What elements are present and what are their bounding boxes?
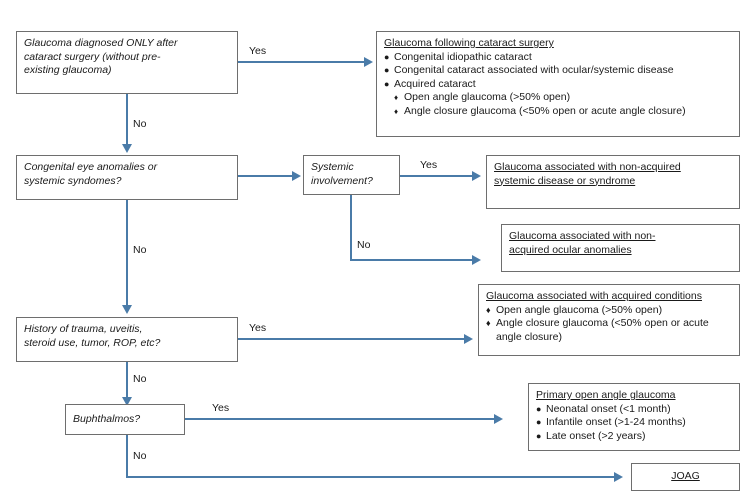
outcome-heading-line-2: acquired ocular anomalies bbox=[509, 243, 632, 256]
edge-q5-no-horizontal bbox=[126, 476, 616, 478]
arrowhead-q3-yes-icon bbox=[472, 171, 481, 181]
question-line-2: cataract surgery (without pre- bbox=[24, 50, 161, 63]
edge-q2-no bbox=[126, 200, 128, 307]
outcome-sub-bullet-list: ♦ Open angle glaucoma (>50% open) ♦ Angle … bbox=[384, 91, 732, 118]
edge-label-q5-no: No bbox=[133, 450, 147, 462]
list-item: ♦ Open angle glaucoma (>50% open) bbox=[486, 304, 732, 318]
outcome-bullet-list: ● Congenital idiopathic cataract ● Congeni… bbox=[384, 51, 732, 92]
arrowhead-q2-yes-icon bbox=[292, 171, 301, 181]
outcome-node-glaucoma-following-cataract-surgery[interactable]: Glaucoma following cataract surgery ● Con… bbox=[376, 31, 740, 137]
list-item: ♦ Angle closure glaucoma (<50% open or ac… bbox=[486, 317, 732, 344]
edge-label-q1-no: No bbox=[133, 118, 147, 130]
list-item: ● Acquired cataract bbox=[384, 78, 732, 92]
bullet-round-icon: ● bbox=[384, 51, 390, 62]
edge-q1-yes bbox=[238, 61, 365, 63]
edge-label-q4-no: No bbox=[133, 373, 147, 385]
bullet-round-icon: ● bbox=[536, 417, 542, 427]
list-item: ♦ Open angle glaucoma (>50% open) bbox=[394, 91, 732, 105]
list-item-label: Congenital idiopathic cataract bbox=[394, 50, 532, 63]
list-item-label: Angle closure glaucoma (<50% open or acu… bbox=[404, 104, 686, 117]
outcome-node-joag[interactable]: JOAG bbox=[631, 463, 740, 491]
outcome-heading: Glaucoma following cataract surgery bbox=[384, 37, 554, 49]
outcome-node-primary-open-angle-glaucoma[interactable]: Primary open angle glaucoma ● Neonatal on… bbox=[528, 383, 740, 451]
arrowhead-q2-no-icon bbox=[122, 305, 132, 314]
bullet-round-icon: ● bbox=[384, 65, 390, 75]
outcome-node-non-acquired-ocular-anomalies[interactable]: Glaucoma associated with non- acquired o… bbox=[501, 224, 740, 272]
question-node-systemic-involvement[interactable]: Systemic involvement? bbox=[303, 155, 400, 195]
outcome-bullet-list: ● Neonatal onset (<1 month) ● Infantile on… bbox=[536, 403, 732, 444]
edge-q4-yes bbox=[238, 338, 466, 340]
list-item: ● Neonatal onset (<1 month) bbox=[536, 403, 732, 417]
list-item-label: Late onset (>2 years) bbox=[546, 429, 646, 442]
outcome-heading: Glaucoma associated with acquired condit… bbox=[486, 290, 702, 302]
edge-q4-no bbox=[126, 362, 128, 400]
edge-q2-yes bbox=[238, 175, 294, 177]
arrowhead-q4-no-icon bbox=[122, 397, 132, 406]
bullet-diamond-icon: ♦ bbox=[394, 93, 399, 102]
arrowhead-q5-yes-icon bbox=[494, 414, 503, 424]
list-item: ● Congenital idiopathic cataract bbox=[384, 51, 732, 65]
edge-label-q2-no: No bbox=[133, 244, 147, 256]
question-line-2: steroid use, tumor, ROP, etc? bbox=[24, 336, 161, 349]
question-line-1: Systemic bbox=[311, 161, 354, 173]
edge-q5-no-vertical bbox=[126, 435, 128, 478]
outcome-node-acquired-conditions[interactable]: Glaucoma associated with acquired condit… bbox=[478, 284, 740, 356]
edge-label-q3-no: No bbox=[357, 239, 371, 251]
list-item: ● Late onset (>2 years) bbox=[536, 430, 732, 444]
question-line-3: existing glaucoma) bbox=[24, 64, 112, 76]
list-item-label: Congenital cataract associated with ocul… bbox=[394, 64, 674, 76]
question-line-2: systemic syndomes? bbox=[24, 174, 122, 187]
list-item-label: Acquired cataract bbox=[394, 77, 476, 90]
edge-label-q4-yes: Yes bbox=[249, 322, 267, 334]
edge-label-q5-yes: Yes bbox=[212, 402, 230, 414]
list-item-label: Angle closure glaucoma (<50% open or acu… bbox=[496, 317, 709, 343]
bullet-round-icon: ● bbox=[536, 403, 542, 414]
question-line-1: Glaucoma diagnosed ONLY after bbox=[24, 37, 178, 49]
edge-q3-no-horizontal bbox=[350, 259, 475, 261]
arrowhead-q5-no-icon bbox=[614, 472, 623, 482]
bullet-round-icon: ● bbox=[536, 430, 542, 441]
list-item-label: Open angle glaucoma (>50% open) bbox=[496, 303, 663, 316]
list-item: ● Infantile onset (>1-24 months) bbox=[536, 416, 732, 430]
question-node-congenital-anomalies[interactable]: Congenital eye anomalies or systemic syn… bbox=[16, 155, 238, 200]
question-line-2: involvement? bbox=[311, 174, 373, 187]
outcome-heading-line-1: Glaucoma associated with non- bbox=[509, 230, 656, 242]
edge-q5-yes bbox=[185, 418, 496, 420]
list-item-label: Open angle glaucoma (>50% open) bbox=[404, 91, 571, 103]
bullet-round-icon: ● bbox=[384, 78, 390, 89]
list-item: ♦ Angle closure glaucoma (<50% open or ac… bbox=[394, 105, 732, 119]
bullet-diamond-icon: ♦ bbox=[486, 318, 491, 328]
arrowhead-q1-no-icon bbox=[122, 144, 132, 153]
arrowhead-q1-yes-icon bbox=[364, 57, 373, 67]
question-line-1: Congenital eye anomalies or bbox=[24, 161, 158, 173]
question-line-1: Buphthalmos? bbox=[73, 412, 141, 425]
outcome-label: JOAG bbox=[671, 470, 700, 483]
outcome-node-non-acquired-systemic-disease[interactable]: Glaucoma associated with non-acquired sy… bbox=[486, 155, 740, 209]
list-item-label: Neonatal onset (<1 month) bbox=[546, 402, 671, 415]
list-item: ● Congenital cataract associated with ocu… bbox=[384, 64, 732, 78]
question-node-history-of-trauma[interactable]: History of trauma, uveitis, steroid use,… bbox=[16, 317, 238, 362]
outcome-heading: Primary open angle glaucoma bbox=[536, 389, 676, 401]
edge-q3-yes bbox=[400, 175, 474, 177]
list-item-label: Infantile onset (>1-24 months) bbox=[546, 416, 686, 428]
outcome-heading-line-1: Glaucoma associated with non-acquired bbox=[494, 161, 681, 173]
outcome-bullet-list: ♦ Open angle glaucoma (>50% open) ♦ Angle … bbox=[486, 304, 732, 345]
arrowhead-q3-no-icon bbox=[472, 255, 481, 265]
outcome-heading-line-2: systemic disease or syndrome bbox=[494, 174, 636, 187]
edge-label-q3-yes: Yes bbox=[420, 159, 438, 171]
question-node-cataract-surgery[interactable]: Glaucoma diagnosed ONLY after cataract s… bbox=[16, 31, 238, 94]
edge-label-q1-yes: Yes bbox=[249, 45, 267, 57]
question-node-buphthalmos[interactable]: Buphthalmos? bbox=[65, 404, 185, 435]
question-line-1: History of trauma, uveitis, bbox=[24, 323, 143, 335]
bullet-diamond-icon: ♦ bbox=[486, 304, 491, 315]
bullet-diamond-icon: ♦ bbox=[394, 106, 399, 116]
edge-q1-no bbox=[126, 94, 128, 146]
arrowhead-q4-yes-icon bbox=[464, 334, 473, 344]
edge-q3-no-vertical bbox=[350, 195, 352, 261]
